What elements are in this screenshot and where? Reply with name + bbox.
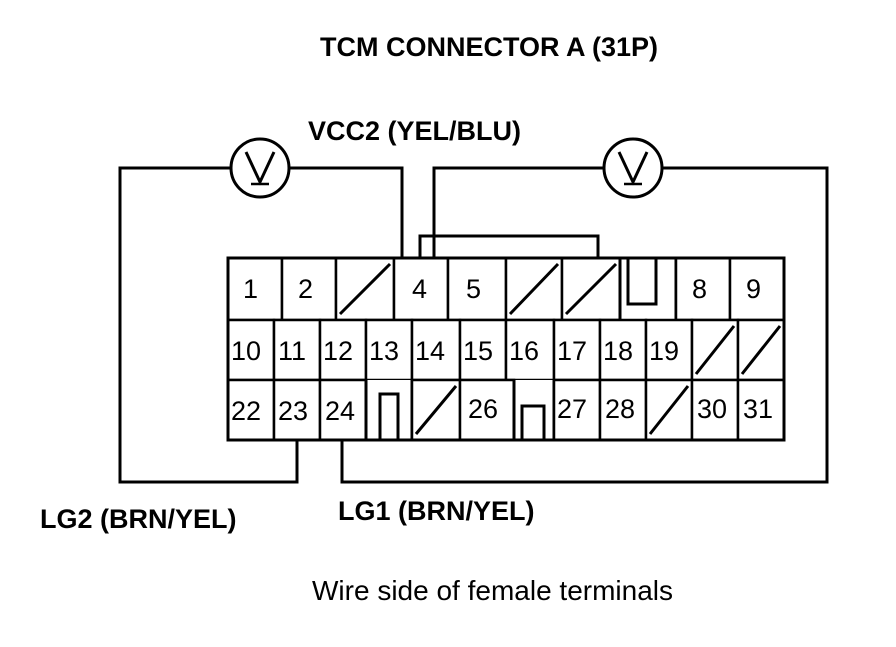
terminal-number: 28 xyxy=(605,394,635,424)
connector-row-2: 10 11 12 13 14 15 16 17 18 19 xyxy=(226,318,786,382)
terminal-number: 2 xyxy=(298,274,313,304)
left-probe-wire xyxy=(118,166,404,484)
terminal-5 xyxy=(446,256,508,322)
voltmeter-icon xyxy=(229,137,291,199)
terminal-14 xyxy=(410,318,462,382)
keyway-notch xyxy=(512,380,556,442)
terminal-number: 9 xyxy=(746,274,761,304)
terminal-number: 24 xyxy=(325,396,355,426)
keyway-notch xyxy=(618,256,678,320)
terminal-number: 17 xyxy=(557,336,587,366)
terminal-22 xyxy=(226,378,276,442)
terminal-number: 18 xyxy=(603,336,633,366)
terminal-number: 10 xyxy=(231,336,261,366)
terminal-number: 12 xyxy=(323,336,353,366)
terminal-number: 19 xyxy=(649,336,679,366)
footer-note: Wire side of female terminals xyxy=(312,575,673,606)
terminal-number: 5 xyxy=(466,274,481,304)
terminal-number: 26 xyxy=(468,394,498,424)
terminal-number: 23 xyxy=(278,396,308,426)
terminal-number: 16 xyxy=(509,336,539,366)
voltmeter-icon xyxy=(602,137,664,199)
lg2-label: LG2 (BRN/YEL) xyxy=(40,504,237,534)
diagram-title: TCM CONNECTOR A (31P) xyxy=(320,32,658,62)
terminal-number: 8 xyxy=(692,274,707,304)
lg1-label: LG1 (BRN/YEL) xyxy=(338,496,535,526)
terminal-number: 1 xyxy=(243,274,258,304)
terminal-number: 31 xyxy=(743,394,773,424)
keyway-notch xyxy=(364,380,414,442)
terminal-4 xyxy=(392,256,450,322)
connector-outline xyxy=(226,256,786,442)
connector-row-1: 1 2 4 5 8 9 xyxy=(226,256,786,322)
terminal-number: 4 xyxy=(412,274,427,304)
terminal-number: 11 xyxy=(278,336,306,366)
terminal-number: 22 xyxy=(231,396,261,426)
terminal-number: 15 xyxy=(463,336,493,366)
terminal-11 xyxy=(272,318,322,382)
terminal-number: 14 xyxy=(415,336,445,366)
terminal-number: 27 xyxy=(557,394,587,424)
right-probe-wire xyxy=(340,166,829,484)
vcc2-label: VCC2 (YEL/BLU) xyxy=(308,116,521,146)
terminal-number: 30 xyxy=(697,394,727,424)
connector-row-3: 22 23 24 26 27 28 30 31 xyxy=(226,378,786,442)
terminal-number: 13 xyxy=(369,336,399,366)
